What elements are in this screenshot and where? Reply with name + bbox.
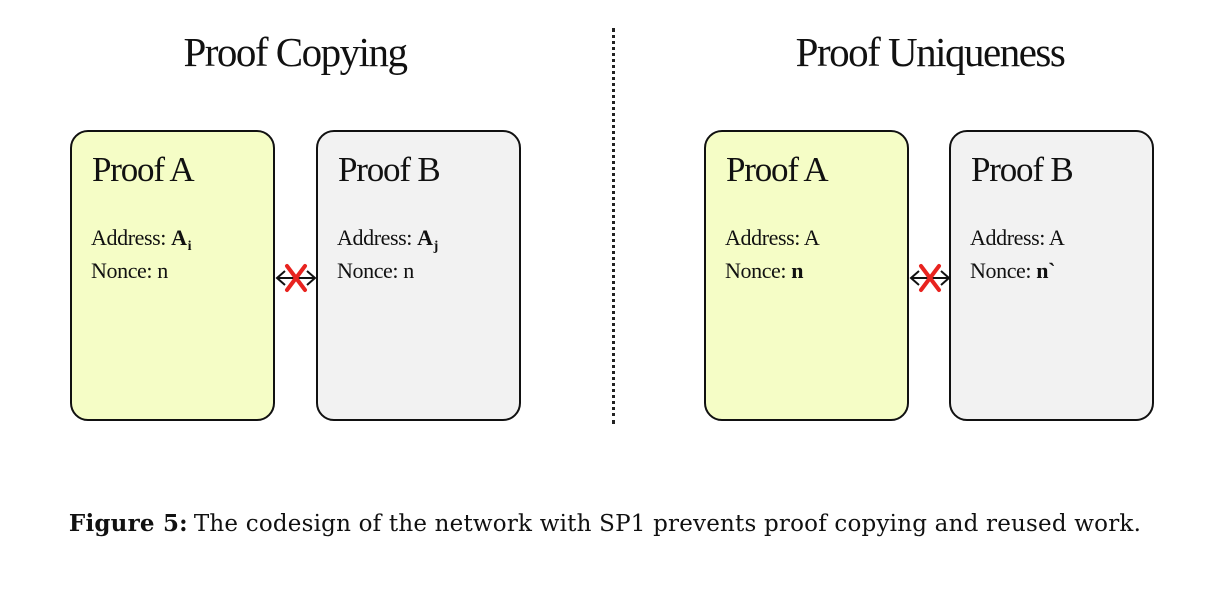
address-value: A [417,225,433,250]
nonce-line: Nonce: n [91,258,168,284]
proof-a-title: Proof A [726,150,829,189]
proof-a-title: Proof A [92,150,195,189]
address-line: Address: Ai [91,225,192,254]
nonce-line: Nonce: n` [970,258,1055,284]
address-subscript: i [187,239,192,254]
cross-icon [285,264,307,292]
proof-copying-title: Proof Copying [183,29,408,75]
figure-caption: Figure 5:The codesign of the network wit… [40,505,1170,543]
nonce-label: Nonce: [91,258,158,283]
nonce-line: Nonce: n [725,258,803,284]
caption-lead: Figure 5: [68,510,188,537]
nonce-label: Nonce: [725,258,792,283]
proof-b-title: Proof B [338,150,441,189]
blocked-connector-left [275,264,317,292]
nonce-value: n [791,258,804,283]
nonce-line: Nonce: n [337,258,414,284]
nonce-value: n [157,258,168,283]
proof-b-title: Proof B [971,150,1074,189]
address-line: Address: A [725,225,820,251]
panel-divider [612,28,615,424]
nonce-value: n` [1036,258,1055,283]
proof-b-card-left: Proof B Address: Aj Nonce: n [316,130,521,421]
proof-uniqueness-title: Proof Uniqueness [795,29,1066,75]
address-label: Address: [91,225,172,250]
address-line: Address: A [970,225,1065,251]
nonce-value: n [403,258,414,283]
address-subscript: j [433,239,439,254]
blocked-connector-right [909,264,951,292]
address-value: A [1048,225,1065,250]
address-label: Address: [970,225,1049,250]
address-value: A [803,225,820,250]
nonce-label: Nonce: [337,258,404,283]
address-label: Address: [337,225,418,250]
address-value: A [171,225,187,250]
address-line: Address: Aj [337,225,439,254]
cross-icon [919,264,941,292]
nonce-label: Nonce: [970,258,1037,283]
address-label: Address: [725,225,804,250]
proof-b-card-right: Proof B Address: A Nonce: n` [949,130,1154,421]
proof-a-card-right: Proof A Address: A Nonce: n [704,130,909,421]
proof-a-card-left: Proof A Address: Ai Nonce: n [70,130,275,421]
caption-text: The codesign of the network with SP1 pre… [193,511,1142,537]
